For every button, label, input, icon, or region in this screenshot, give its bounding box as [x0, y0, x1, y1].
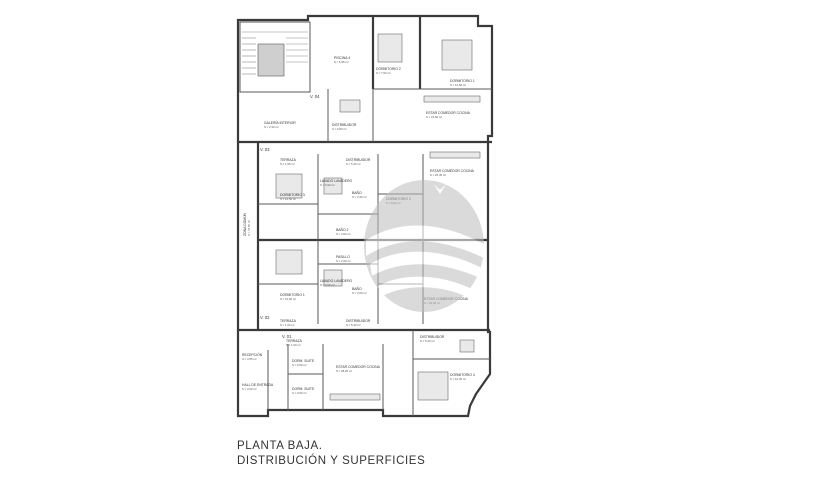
- room-label: BAÑO: [352, 286, 362, 291]
- plan-caption-title: PLANTA BAJA.: [237, 440, 323, 452]
- room-area: S = 28,25 m²: [336, 369, 352, 373]
- room-label: DISTRIBUIDOR: [420, 335, 445, 339]
- room-area: S = 1,55 m²: [280, 162, 295, 166]
- bed-icon: [275, 173, 303, 199]
- room-area: S = 20,45 m²: [430, 173, 446, 177]
- room-area: S = 7,50 m²: [376, 71, 391, 75]
- room-area: S = 4,55 m²: [242, 357, 257, 361]
- room-label: ESTAR COMEDOR COCINA: [430, 169, 475, 173]
- room-label: ESTAR COMEDOR COCINA: [336, 365, 381, 369]
- bed-icon: [441, 39, 473, 71]
- stair-core: [239, 21, 311, 93]
- lift-shaft: [257, 43, 285, 77]
- sink-icon: [459, 339, 475, 353]
- room-label: LAVADO LAVADERO: [320, 279, 353, 283]
- bathtub-icon: [323, 177, 343, 195]
- room-label: GALERÍA INTERIOR: [264, 121, 296, 125]
- room-label: TERRAZA: [286, 339, 303, 343]
- watermark-logo-icon: [364, 180, 484, 312]
- room-area: S = 3,60 m²: [336, 232, 351, 236]
- room-area: S = 10,35 m²: [450, 377, 466, 381]
- room-area: S = 1,60 m²: [280, 323, 295, 327]
- room-area: S = 10,50 m²: [450, 83, 466, 87]
- room-area: S = 3,90 m²: [320, 183, 335, 187]
- room-label: DORMITORIO 3: [280, 193, 305, 197]
- room-label: DORMITORIO 1: [280, 293, 305, 297]
- room-label: DORMITORIO 2: [376, 67, 401, 71]
- room-area: S = 6,95 m²: [334, 60, 349, 64]
- room-area: S = 2,30 m²: [264, 125, 279, 129]
- level-mark: V. 01: [282, 334, 292, 339]
- kitchen-counter-icon: [329, 393, 381, 401]
- room-area: S = 10,50 m²: [280, 297, 296, 301]
- room-label: PASILLO: [336, 255, 350, 259]
- kitchen-counter-icon: [429, 151, 481, 159]
- bed-icon: [275, 249, 303, 275]
- level-mark: V. 04: [310, 94, 320, 99]
- stair-steps: [242, 31, 308, 75]
- room-area: S = 10,50 m²: [280, 197, 296, 201]
- bed-icon: [377, 33, 403, 63]
- floor-plan: V. 04 V. 03 V. 02 V. 01 PISCINA 4 S = 6,…: [228, 14, 518, 424]
- room-label: RECEPCIÓN: [242, 352, 263, 357]
- bathtub-icon: [339, 99, 361, 113]
- building-outline: [236, 14, 494, 418]
- bed-icon: [417, 371, 449, 401]
- room-label: LAVADO LAVADERO: [320, 179, 353, 183]
- plan-caption-subtitle: DISTRIBUCIÓN Y SUPERFICIES: [237, 455, 426, 467]
- room-area: S = 3,60 m²: [352, 291, 367, 295]
- floor-plan-drawing: V. 04 V. 03 V. 02 V. 01 PISCINA 4 S = 6,…: [236, 14, 494, 418]
- level-mark: V. 02: [260, 315, 270, 320]
- room-label: ZONA COMÚN: [242, 212, 247, 236]
- room-area: S = 5,30 m²: [346, 323, 361, 327]
- room-area: S = 47,50 m²: [247, 220, 251, 236]
- room-label: DORMITORIO 4: [450, 373, 475, 377]
- room-label: DORM. SUITE: [292, 387, 315, 391]
- kitchen-counter-icon: [423, 95, 481, 103]
- room-label: BAÑO: [352, 190, 362, 195]
- room-label: DISTRIBUIDOR: [346, 158, 371, 162]
- level-mark: V. 03: [260, 147, 270, 152]
- room-area: S = 2,60 m²: [336, 259, 351, 263]
- room-area: S = 5,30 m²: [420, 339, 435, 343]
- room-area: S = 22,60 m²: [426, 115, 442, 119]
- room-label: ESTAR COMEDOR COCINA: [426, 111, 471, 115]
- room-label: DISTRIBUIDOR: [332, 123, 357, 127]
- room-area: S = 5,30 m²: [346, 162, 361, 166]
- room-label: DISTRIBUIDOR: [346, 319, 371, 323]
- room-label: PISCINA 4: [334, 56, 350, 60]
- room-area: S = 3,50 m²: [320, 283, 335, 287]
- room-label: DORMITORIO 1: [450, 79, 475, 83]
- room-label: DORM. SUITE: [292, 359, 315, 363]
- bathtub-icon: [323, 269, 343, 287]
- room-label: TERRAZA: [280, 319, 297, 323]
- room-area: S = 6,80 m²: [332, 127, 347, 131]
- room-label: BAÑO 2: [336, 227, 349, 232]
- room-area: S = 9,50 m²: [292, 363, 307, 367]
- room-label: HALL DE ENTRADA: [242, 383, 274, 387]
- room-area: S = 3,40 m²: [352, 195, 367, 199]
- room-area: S = 9,50 m²: [292, 391, 307, 395]
- room-label: TERRAZA: [280, 158, 297, 162]
- room-area: S = 1,60 m²: [286, 343, 301, 347]
- room-area: S = 3,00 m²: [242, 387, 257, 391]
